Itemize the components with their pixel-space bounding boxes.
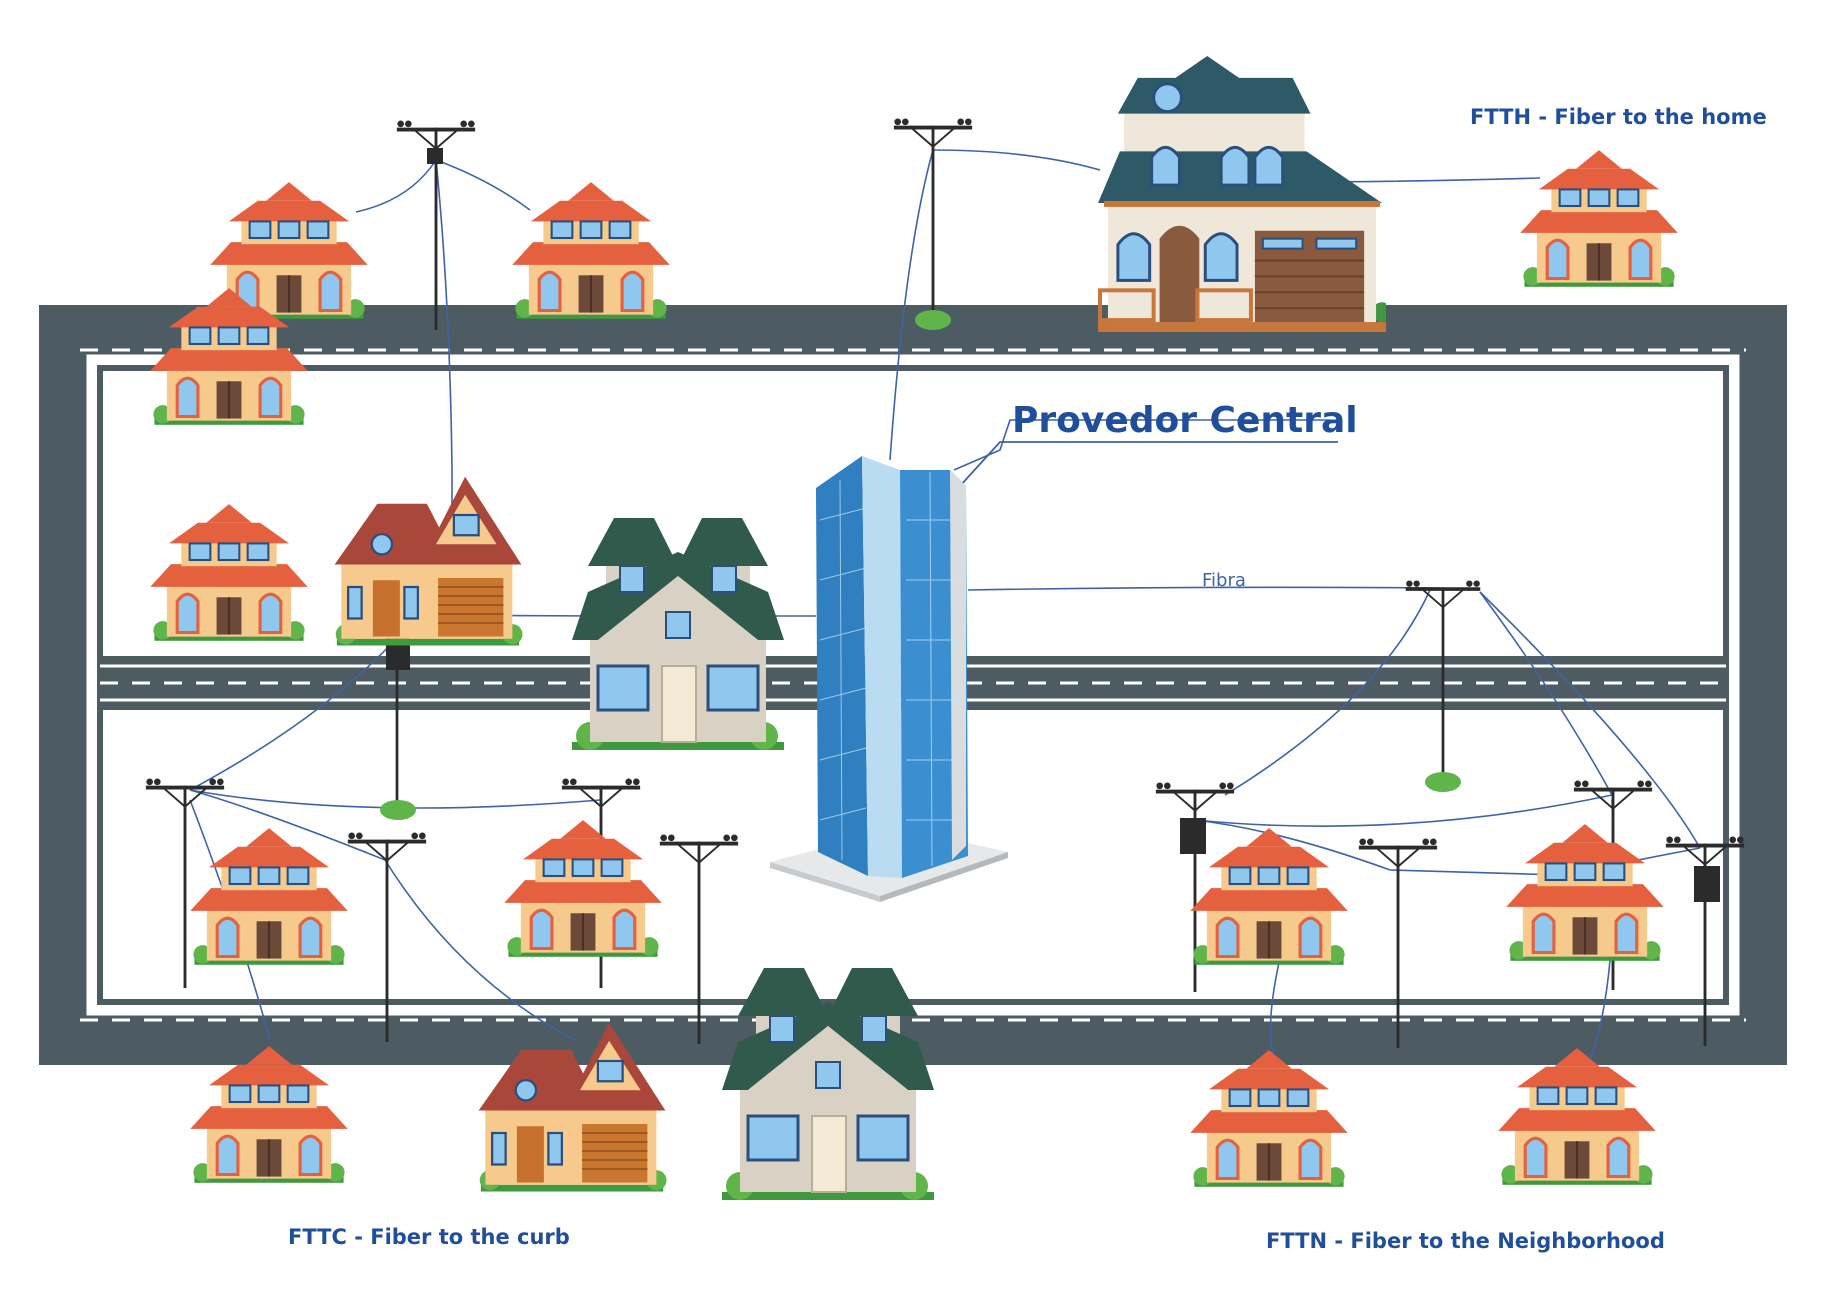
fttc-label: FTTC - Fiber to the curb	[288, 1225, 570, 1249]
house-mid-green	[570, 516, 786, 752]
central-tower-building	[770, 456, 1008, 902]
fiber-label: Fibra	[1202, 570, 1246, 591]
central-provider-label: Provedor Central	[1012, 400, 1358, 441]
ftth-label: FTTH - Fiber to the home	[1470, 105, 1767, 129]
fttn-label: FTTN - Fiber to the Neighborhood	[1266, 1229, 1665, 1253]
fiber-cables	[189, 149, 1701, 1061]
house-ftth-small	[1518, 148, 1680, 289]
house-top-mid	[510, 180, 672, 321]
house-fttn-4	[1496, 1046, 1658, 1187]
house-bottom-green	[720, 966, 936, 1202]
house-fttc-3	[188, 1044, 350, 1185]
utility-poles	[143, 118, 1747, 1048]
house-fttn-3	[1188, 1048, 1350, 1189]
house-ftth-big	[1098, 56, 1386, 334]
central-label-leader	[959, 441, 1338, 487]
